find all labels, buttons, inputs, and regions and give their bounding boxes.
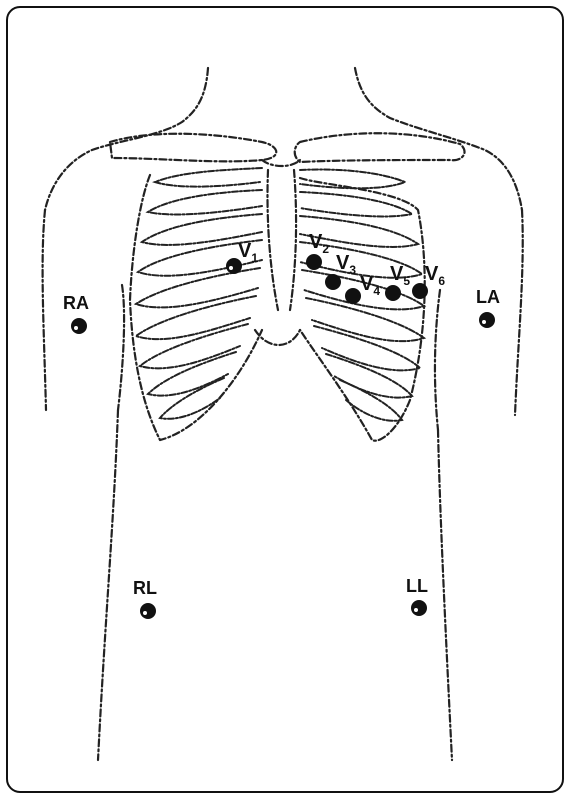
right-arm-outer bbox=[43, 210, 46, 410]
left-arm-outer bbox=[515, 210, 523, 415]
right-ribs bbox=[136, 168, 262, 419]
electrode-v5 bbox=[385, 285, 401, 301]
label-v2: V2 bbox=[309, 231, 329, 256]
electrode-v4 bbox=[345, 288, 361, 304]
sternum-top bbox=[262, 160, 300, 166]
right-arm-inner bbox=[118, 285, 124, 410]
electrode-v2 bbox=[306, 254, 322, 270]
electrode-v3 bbox=[325, 274, 341, 290]
sternum bbox=[267, 170, 296, 310]
label-v3: V3 bbox=[336, 252, 356, 277]
left-ribs bbox=[300, 170, 424, 421]
torso-right-side bbox=[98, 410, 118, 760]
electrode-la bbox=[479, 312, 495, 328]
torso-left-side bbox=[438, 430, 452, 760]
label-la: LA bbox=[476, 287, 500, 307]
electrode-ra bbox=[71, 318, 87, 334]
label-v1: V1 bbox=[238, 240, 258, 265]
label-ll: LL bbox=[406, 576, 428, 596]
left-arm-inner bbox=[435, 290, 440, 430]
electrode-markers bbox=[71, 254, 495, 619]
left-clavicle bbox=[295, 133, 465, 162]
electrode-v6 bbox=[412, 283, 428, 299]
label-v6: V6 bbox=[425, 263, 445, 288]
electrode-ll bbox=[411, 600, 427, 616]
label-ra: RA bbox=[63, 293, 89, 313]
label-rl: RL bbox=[133, 578, 157, 598]
electrode-rl bbox=[140, 603, 156, 619]
